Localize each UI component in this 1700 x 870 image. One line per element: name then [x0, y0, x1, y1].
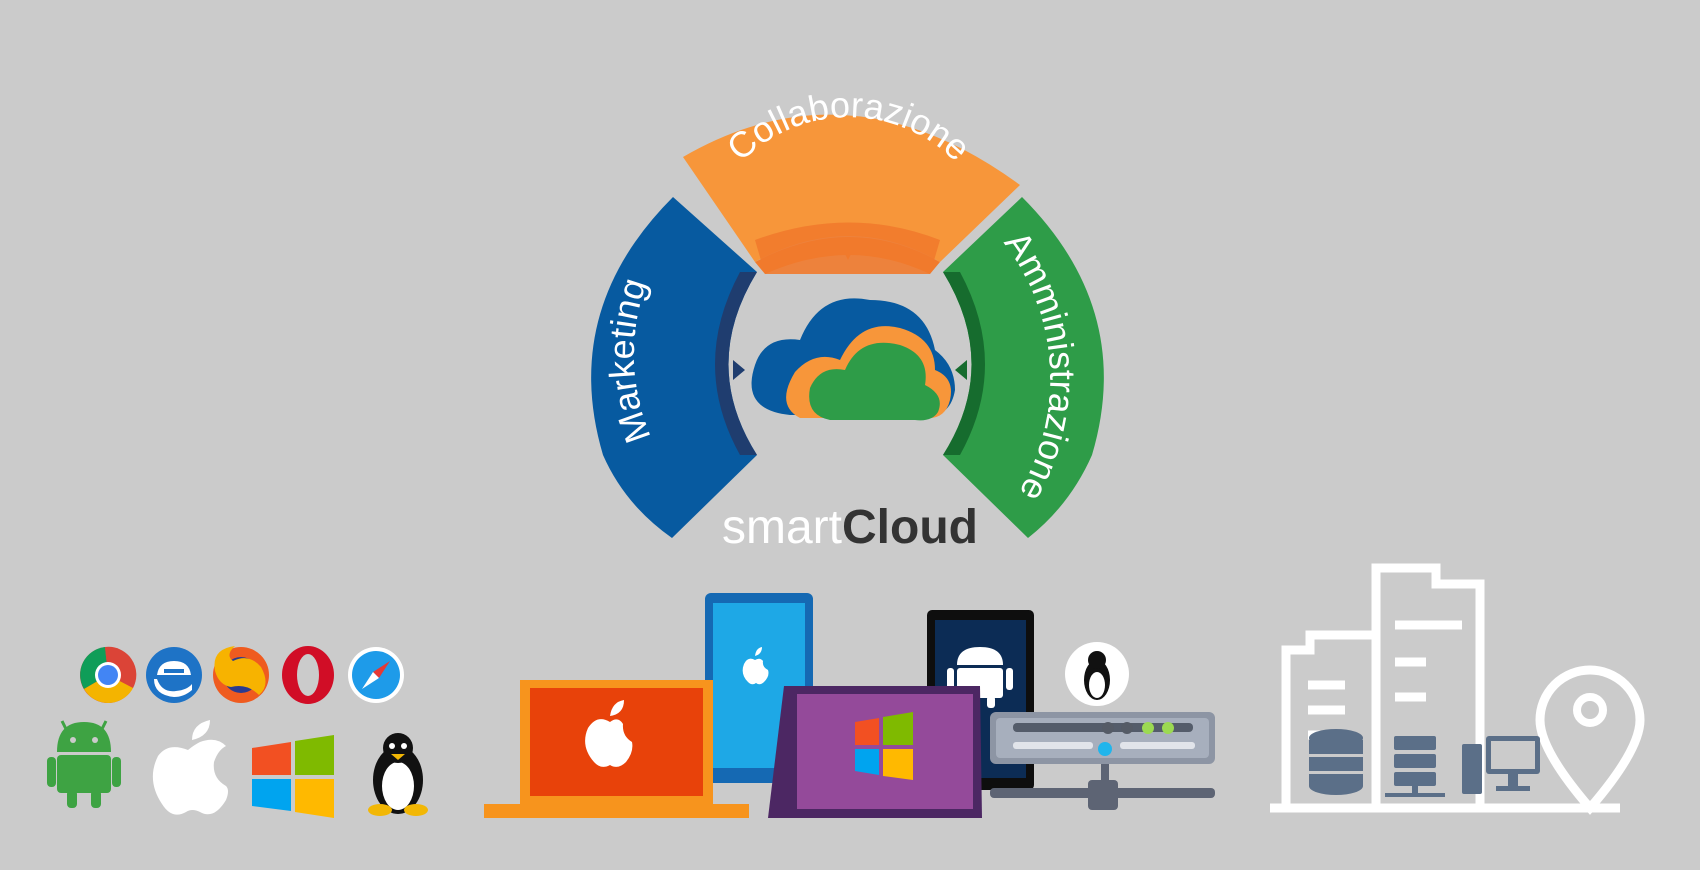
- firefox-icon: [213, 646, 269, 703]
- amministrazione-inner-band: [943, 272, 985, 455]
- marketing-inner-band: [715, 272, 757, 455]
- smartcloud-wheel: Collaborazione Marketing Amministrazione…: [591, 84, 1104, 554]
- chrome-icon: [80, 646, 137, 703]
- apple-icon: [152, 720, 228, 815]
- tablet-windows-icon: [768, 686, 982, 818]
- browser-icons: [80, 646, 404, 704]
- collaborazione-segment[interactable]: [683, 114, 1020, 262]
- linux-icon: [368, 733, 428, 816]
- brand-wordmark: smartCloud: [722, 501, 978, 554]
- cloud-logo-icon: [751, 298, 955, 421]
- marketing-segment[interactable]: [591, 197, 757, 538]
- windows-icon: [252, 735, 334, 818]
- android-icon: [47, 720, 121, 808]
- amministrazione-segment[interactable]: [943, 197, 1104, 538]
- safari-icon: [348, 647, 404, 703]
- infrastructure-group: [1270, 563, 1645, 815]
- devices-group: [484, 593, 1215, 818]
- server-rack-icon: [1385, 736, 1445, 797]
- opera-icon: [282, 646, 334, 704]
- platform-icons: [47, 720, 428, 818]
- linux-server-icon: [990, 642, 1215, 810]
- brand-suffix: Cloud: [842, 501, 978, 554]
- database-icon: [1309, 729, 1363, 795]
- desktop-computer-icon: [1462, 736, 1540, 794]
- edge-icon: [146, 647, 202, 703]
- location-pin-icon: [1573, 693, 1607, 727]
- laptop-apple-icon: [484, 680, 749, 818]
- brand-prefix: smart: [722, 501, 842, 554]
